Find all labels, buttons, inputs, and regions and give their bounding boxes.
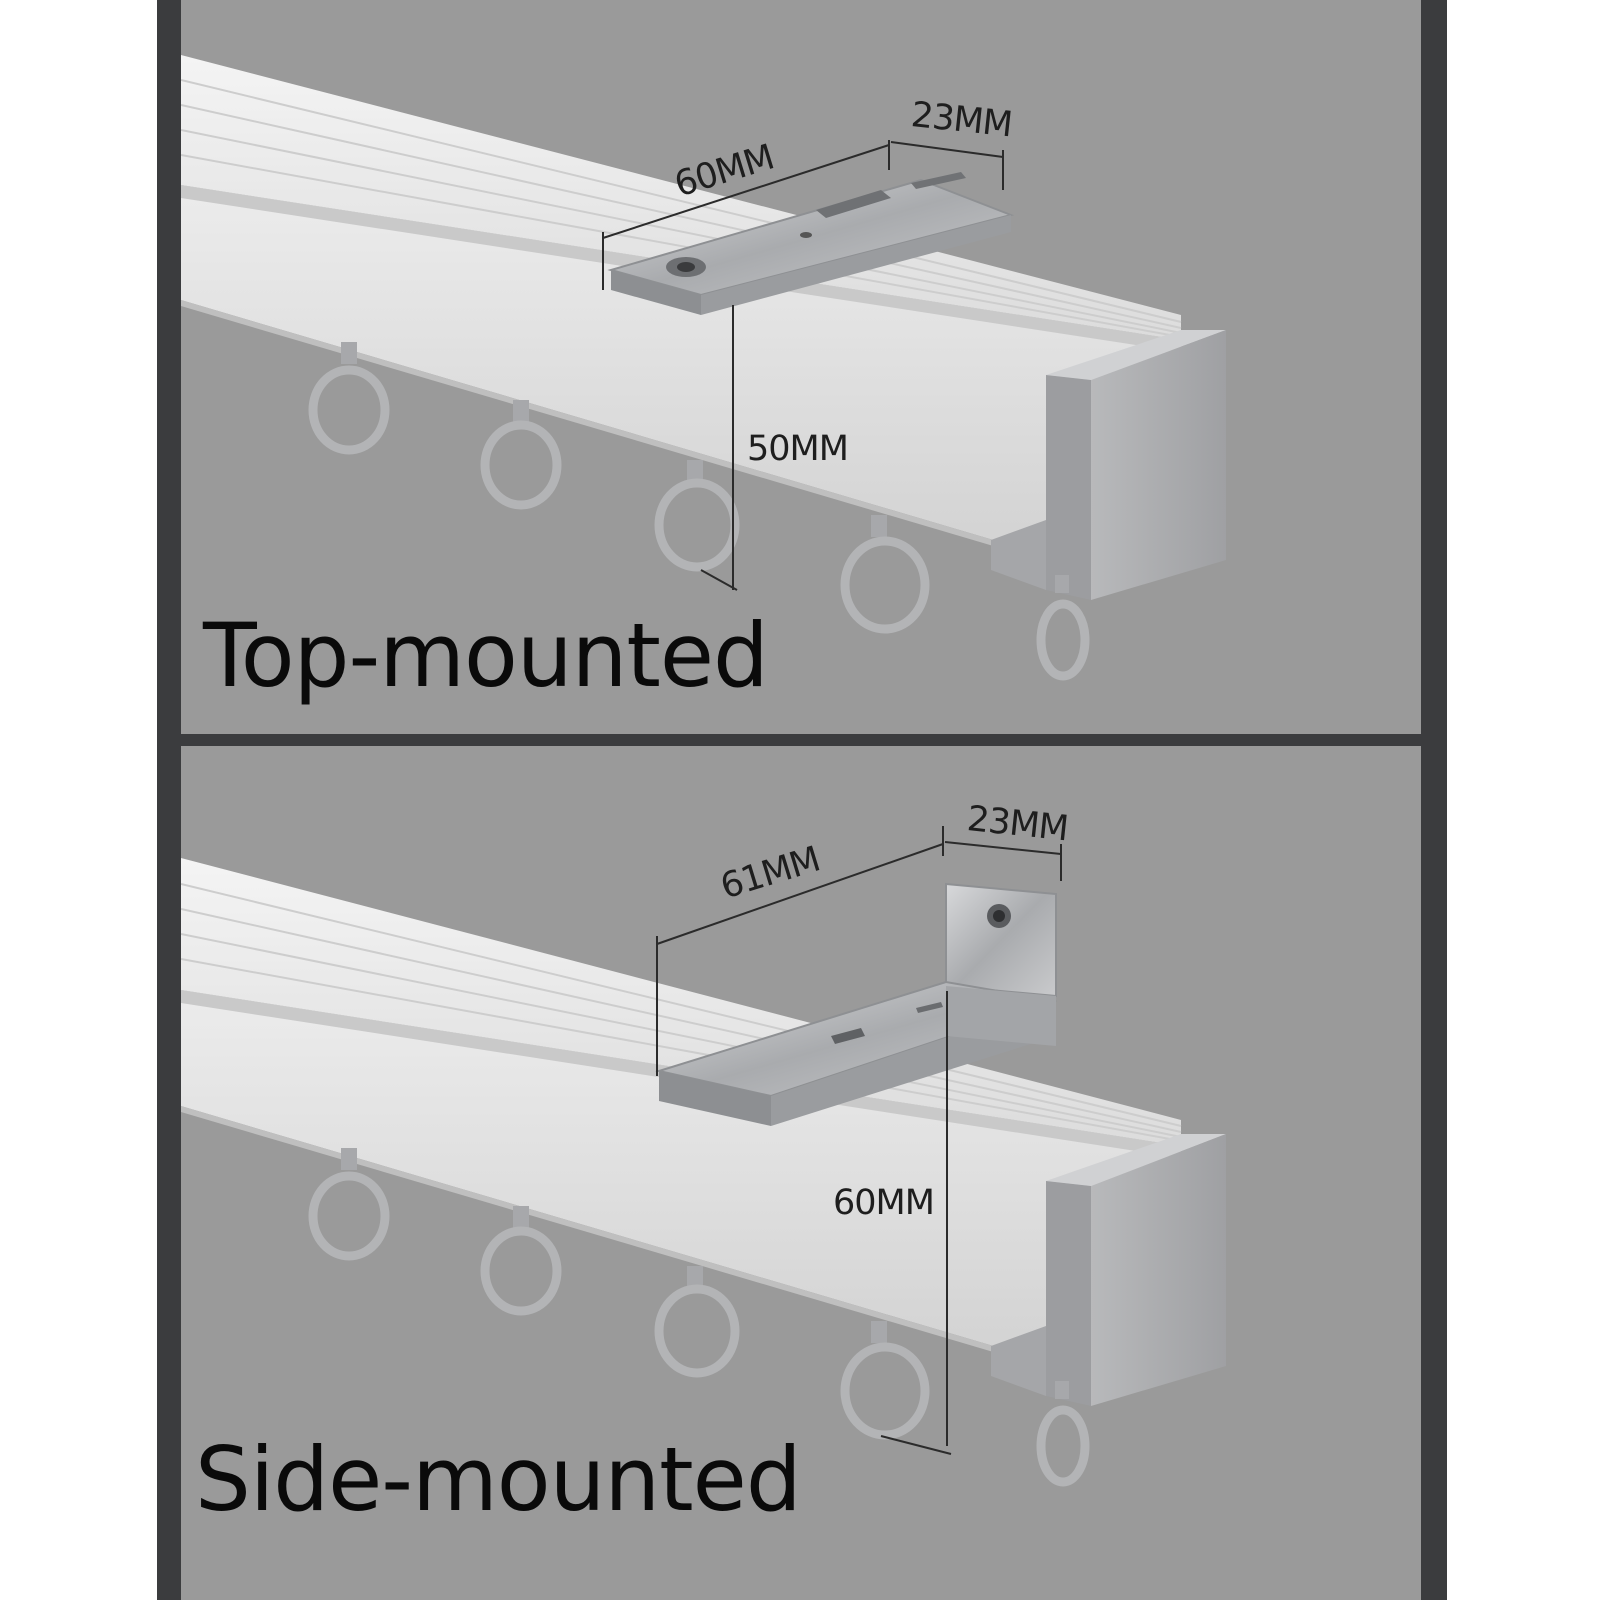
dimension-lines	[602, 140, 1004, 591]
panel-top-mounted: 60MM 23MM 50MM Top-mounted	[181, 0, 1421, 734]
height-label: 50MM	[747, 429, 849, 469]
width-label: 23MM	[965, 799, 1070, 850]
bracket-icon	[655, 882, 1057, 1126]
panel-title: Side-mounted	[195, 1428, 802, 1531]
end-cap-icon	[991, 330, 1226, 600]
width-label: 23MM	[909, 95, 1014, 146]
panel-title: Top-mounted	[203, 604, 769, 707]
dimension-lines	[656, 826, 1062, 1455]
height-label: 60MM	[833, 1183, 935, 1223]
end-cap-icon	[991, 1134, 1226, 1406]
ring-hook-icon	[308, 342, 1090, 681]
ring-hook-icon	[308, 1148, 1090, 1487]
bracket-icon	[607, 172, 1015, 315]
panel-side-mounted: 61MM 23MM 60MM Side-mounted	[181, 746, 1421, 1600]
